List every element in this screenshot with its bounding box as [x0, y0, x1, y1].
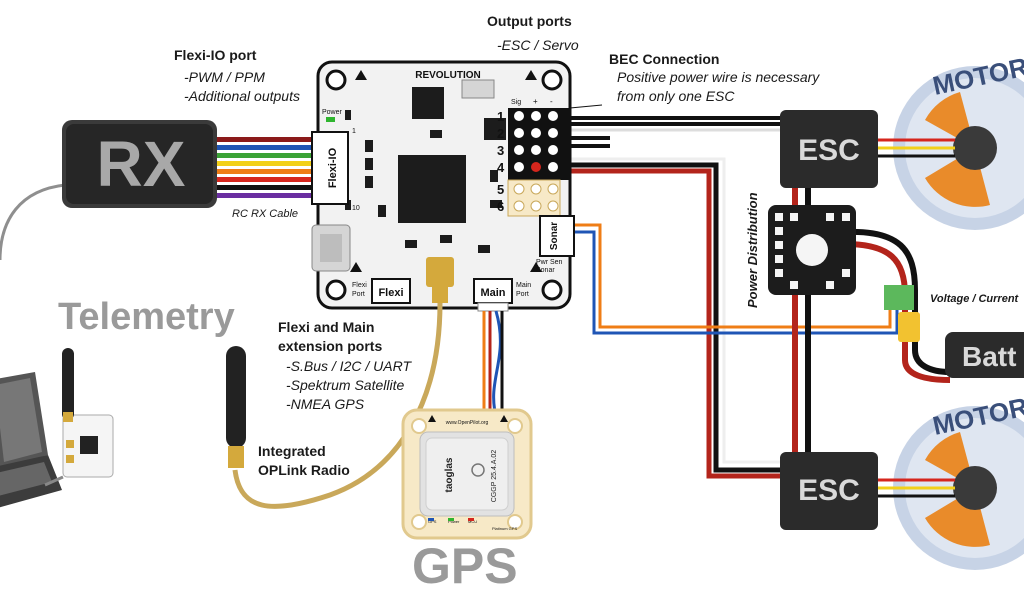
sonar-connector	[539, 215, 575, 257]
rx-label: RX	[97, 128, 186, 200]
battery-label: Batt	[962, 341, 1016, 372]
telemetry-radio	[44, 348, 114, 487]
esc-top-label: ESC	[798, 134, 860, 167]
output-ports-sub: -ESC / Servo	[497, 37, 579, 53]
pin-1-label: 1	[352, 128, 356, 135]
flexi-label: Flexi	[378, 287, 403, 299]
pwr-sen-label: Pwr Sen	[536, 259, 563, 266]
sonar-wires	[575, 223, 899, 335]
esc-top: ESC	[780, 110, 878, 188]
voltage-current-sensor	[884, 285, 920, 342]
port-5-label: 5	[497, 182, 504, 197]
gps-model: CGGP 25.4.A.02	[491, 450, 498, 503]
telemetry-title: Telemetry	[58, 296, 235, 338]
telemetry-cable	[0, 183, 66, 261]
power-distribution-board	[768, 205, 856, 295]
port-3-label: 3	[497, 143, 504, 158]
motor-wires-top	[875, 138, 955, 158]
motor-bottom: MOTOR	[893, 391, 1024, 570]
antenna-icon	[226, 346, 246, 468]
motor-wires-bottom	[875, 478, 955, 498]
port-1-label: 1	[497, 109, 504, 124]
board-name: REVOLUTION	[415, 70, 481, 81]
sonar-small-label: Sonar	[536, 267, 555, 274]
power-led	[326, 117, 335, 122]
flexi-io-line2: -Additional outputs	[184, 88, 300, 104]
minus-label: -	[550, 97, 553, 106]
rx-receiver: RX	[62, 120, 217, 208]
flexi-io-line1: -PWM / PPM	[184, 69, 265, 85]
port-2-label: 2	[497, 126, 504, 141]
laptop-icon	[0, 372, 62, 508]
power-led-label: Power	[322, 109, 343, 116]
gps-led-power: Power	[448, 519, 460, 524]
rc-rx-cable-label: RC RX Cable	[232, 208, 299, 220]
main-port-small2: Port	[516, 291, 529, 298]
power-distribution-label: Power Distribution	[745, 192, 760, 308]
output-ports-title: Output ports	[487, 13, 572, 29]
plus-label: +	[533, 97, 538, 106]
esc-bottom: ESC	[780, 452, 878, 530]
gps-brand: taoglas	[444, 457, 455, 492]
antenna-connector	[426, 257, 454, 287]
esc-bottom-label: ESC	[798, 474, 860, 507]
bec-line2: from only one ESC	[617, 88, 735, 104]
flexi-io-label: Flexi-IO	[327, 147, 339, 188]
gps-cable	[477, 302, 509, 421]
bec-pointer	[569, 104, 603, 109]
integrated-line2: OPLink Radio	[258, 462, 350, 478]
pin-10-label: 10	[352, 205, 360, 212]
gps-led-mcu: MCU	[468, 519, 477, 524]
main-label: Main	[480, 287, 505, 299]
port-4-label: 4	[497, 160, 505, 175]
sonar-label: Sonar	[549, 222, 560, 250]
esc-bottom-signal-wires	[560, 157, 780, 479]
flexi-main-line1: -S.Bus / I2C / UART	[286, 358, 411, 374]
flexi-main-title1: Flexi and Main	[278, 319, 375, 335]
motor-top: MOTOR	[893, 51, 1024, 230]
gps-module: www.OpenPilot.org taoglas CGGP 25.4.A.02…	[401, 408, 533, 540]
integrated-line1: Integrated	[258, 443, 326, 459]
main-chip	[398, 155, 466, 223]
gps-title: GPS	[412, 538, 518, 594]
revolution-board: REVOLUTION Power Flexi-IO 1 10 Sig + -	[311, 60, 575, 310]
flexi-io-connector	[311, 131, 349, 205]
voltage-current-label: Voltage / Current	[930, 293, 1019, 305]
flexi-main-title2: extension ports	[278, 338, 383, 354]
gps-footer: Platinum GPS	[492, 526, 517, 531]
sig-label: Sig	[511, 99, 521, 106]
flexi-port-small2: Port	[352, 291, 365, 298]
rc-rx-cable	[212, 137, 317, 198]
gps-url: www.OpenPilot.org	[446, 420, 489, 426]
bec-title: BEC Connection	[609, 51, 720, 67]
flexi-port-small1: Flexi	[352, 282, 367, 289]
main-port-small1: Main	[516, 282, 531, 289]
main-connector	[473, 278, 513, 304]
battery: Batt	[945, 332, 1024, 378]
battery-wires	[844, 228, 951, 375]
oplink-antenna-cable	[232, 302, 443, 509]
flexi-connector	[371, 278, 411, 304]
flexi-main-line2: -Spektrum Satellite	[286, 377, 405, 393]
flexi-main-line3: -NMEA GPS	[286, 396, 365, 412]
port-6-label: 6	[497, 199, 504, 214]
esc-top-signal-wires	[570, 116, 780, 132]
flexi-io-title: Flexi-IO port	[174, 47, 257, 63]
bec-line1: Positive power wire is necessary	[617, 69, 820, 85]
gps-led-gps: GPS	[428, 519, 437, 524]
